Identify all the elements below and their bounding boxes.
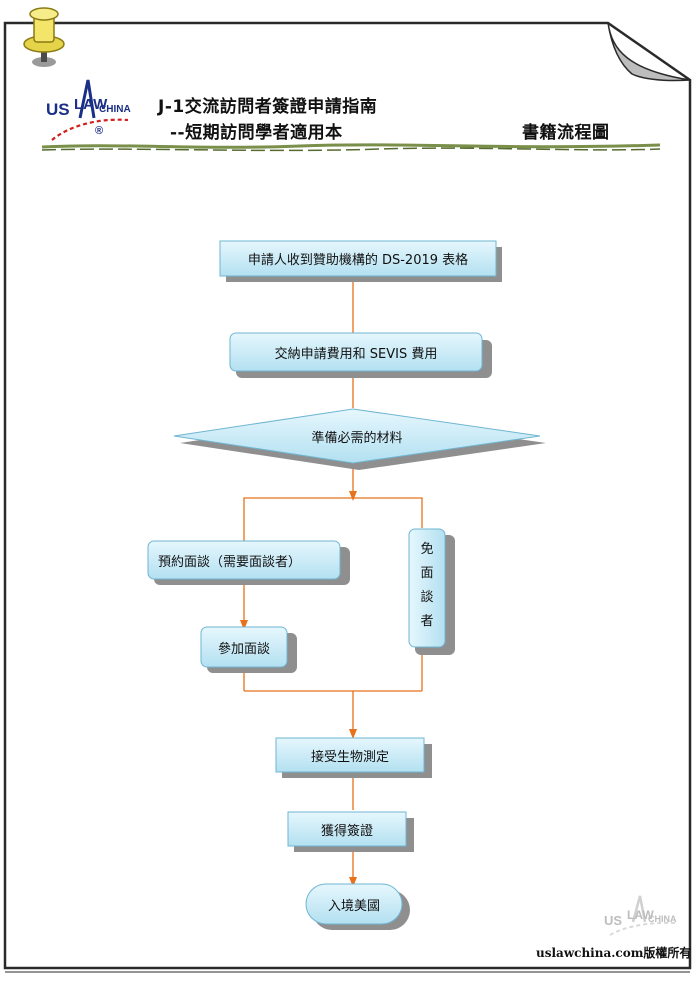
step1-label: 申請人收到贊助機構的 DS-2019 表格	[247, 253, 469, 268]
footer-logo-us: US	[604, 913, 623, 928]
footer-logo-china: CHINA	[648, 914, 677, 924]
node-step4c	[408, 528, 446, 648]
step4c-label: 免 面 談 者	[409, 538, 445, 634]
node-step7	[305, 883, 403, 925]
node-step6	[287, 811, 407, 847]
step7-label: 入境美國	[327, 898, 380, 914]
page-sheet	[3, 21, 692, 973]
step4c-char: 談	[420, 590, 434, 605]
node-step4a	[147, 540, 341, 580]
logo-swoosh	[51, 79, 129, 141]
logo-china: CHINA	[99, 104, 131, 115]
node-step3	[173, 408, 541, 464]
node-step2	[229, 332, 483, 372]
footer-logo-law: LAW	[627, 908, 654, 922]
step2-label: 交納申請費用和 SEVIS 費用	[274, 346, 438, 362]
page-title-right: 書籍流程圖	[522, 123, 610, 143]
logo-us: US	[46, 100, 70, 119]
page-title: J-1交流訪問者簽證申請指南	[158, 97, 378, 117]
step4c-char: 面	[420, 566, 434, 581]
logo-registered: ®	[95, 125, 104, 137]
node-step4b	[200, 626, 288, 668]
header-divider	[41, 143, 661, 152]
logo-law: LAW	[74, 96, 108, 113]
copyright-text: uslawchina.com版權所有	[536, 946, 692, 960]
step4c-char: 者	[420, 614, 434, 629]
page-subtitle: --短期訪問學者適用本	[170, 123, 343, 143]
pushpin-icon	[23, 7, 65, 67]
step3-label: 準備必需的材料	[311, 430, 403, 446]
node-step5	[275, 737, 425, 773]
step5-label: 接受生物測定	[310, 749, 389, 765]
step4a-label: 預約面談（需要面談者）	[158, 554, 302, 570]
step4c-char: 免	[420, 542, 434, 557]
nodes	[147, 240, 541, 925]
step4b-label: 參加面談	[217, 641, 270, 657]
step6-label: 獲得簽證	[320, 823, 373, 839]
node-step1	[219, 240, 497, 277]
footer-logo-swoosh	[609, 895, 676, 936]
